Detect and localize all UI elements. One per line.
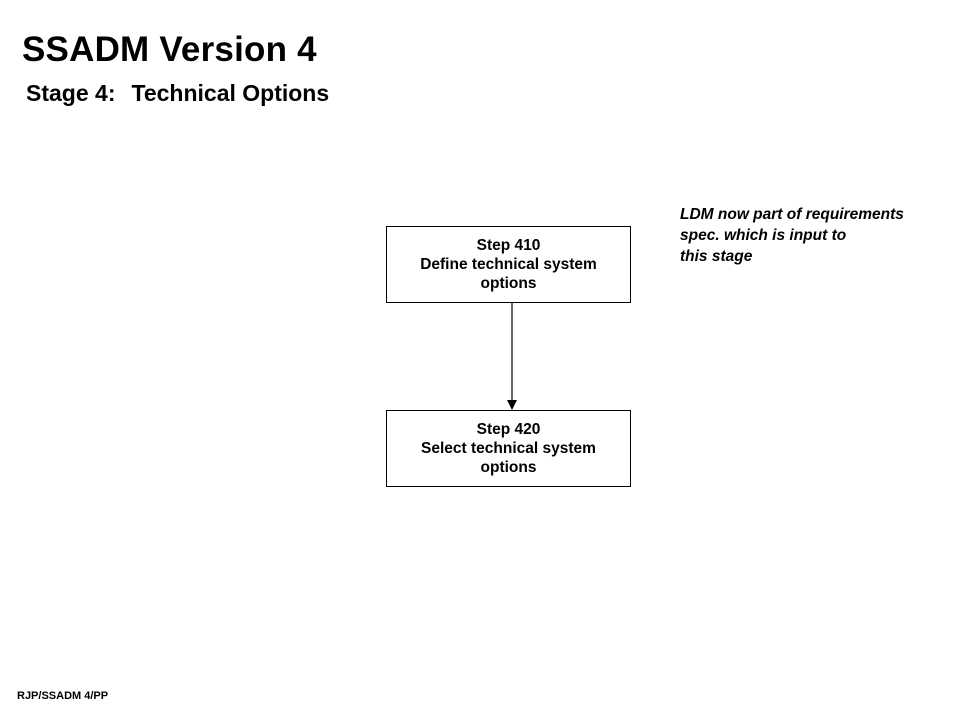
arrow-head [507, 400, 517, 410]
note-line-2: spec. which is input to [680, 227, 847, 244]
slide-subtitle: Stage 4: Technical Options [26, 80, 329, 107]
step-410-number: Step 410 [476, 237, 541, 254]
step-410-box: Step 410 Define technical system options [386, 226, 631, 303]
slide-title: SSADM Version 4 [22, 30, 317, 69]
step-420-number: Step 420 [476, 421, 541, 438]
step-420-box: Step 420 Select technical system options [386, 410, 631, 487]
step-420-line1: Select technical system [421, 440, 596, 457]
step-410-line1: Define technical system [420, 256, 597, 273]
stage-label: Stage 4: [26, 80, 116, 106]
step-410-line2: options [480, 275, 537, 292]
step-420-line2: options [480, 459, 537, 476]
stage-name: Technical Options [131, 80, 330, 106]
annotation-note: LDM now part of requirements spec. which… [680, 204, 904, 267]
note-line-3: this stage [680, 248, 753, 265]
footer-reference: RJP/SSADM 4/PP [17, 690, 109, 702]
note-line-1: LDM now part of requirements [680, 206, 904, 223]
